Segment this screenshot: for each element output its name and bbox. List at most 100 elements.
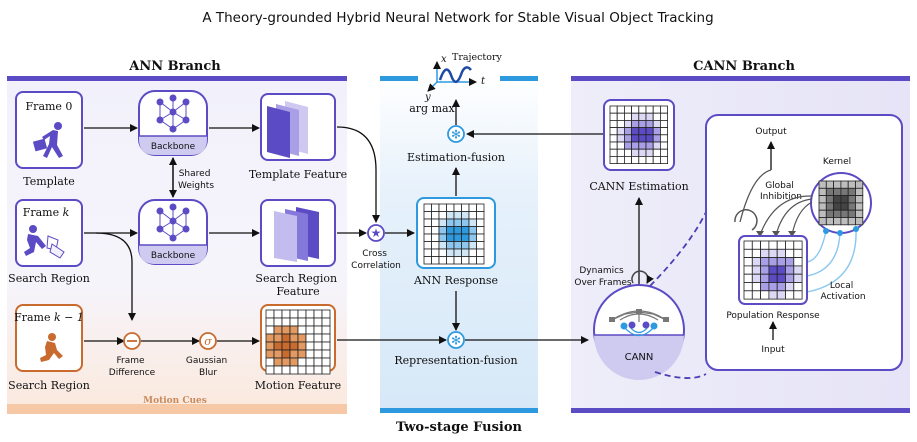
grid-cell [631,112,640,121]
cann-estimation-label: CANN Estimation [589,180,688,193]
grid-cell [760,248,770,259]
grid-cell [297,365,307,375]
grid-cell [855,187,864,197]
grid-cell [652,127,661,136]
grid-cell [785,290,795,300]
estimation-fusion-op: ✻ [447,125,465,143]
grid-cell [660,155,669,164]
grid-cell [855,209,864,218]
grid-cell [431,256,440,265]
grid-cell [423,211,432,220]
grid-cell [776,282,786,292]
grid-cell [645,141,654,150]
grid-cell [825,187,834,197]
grid-cell [760,290,770,300]
cann-branch-top-bar [571,76,910,81]
grid-cell [652,134,661,143]
grid-cell [768,240,778,250]
grid-cell [652,155,661,164]
trajectory-icon [427,61,477,92]
grid-cell [281,365,291,375]
grid-cell [847,217,856,226]
kernel-circle [810,172,872,234]
cann-branch-bottom-bar [571,408,910,413]
grid-cell [818,195,827,204]
grid-cell [631,155,640,164]
grid-cell [321,333,331,343]
grid-cell [446,226,455,235]
grid-cell [638,112,647,121]
grid-cell [793,265,803,275]
grid-cell [297,333,307,343]
grid-cell [476,203,485,212]
grid-cell [423,203,432,212]
grid-cell [847,195,856,204]
grid-cell [273,341,283,351]
grid-cell [776,265,786,275]
grid-cell [446,233,455,242]
backbone-bottom-label: Backbone [151,251,196,261]
grid-cell [281,357,291,367]
cann-label: CANN [625,352,654,363]
grid-cell [468,226,477,235]
grid-cell [446,248,455,257]
backbone-top: Backbone [138,90,208,156]
grid-cell [616,105,625,114]
frame-0-label: Frame 0 [26,100,73,113]
grid-cell [616,120,625,129]
grid-cell [431,248,440,257]
grid-cell [438,248,447,257]
grid-cell [468,218,477,227]
grid-cell [616,155,625,164]
grid-cell [321,357,331,367]
template-feature-label: Template Feature [249,168,347,181]
grid-cell [847,202,856,211]
grid-cell [438,211,447,220]
grid-cell [305,325,315,335]
ann-branch-top-bar [7,76,347,81]
neural-net-icon [156,94,190,133]
grid-cell [265,341,275,351]
grid-cell [631,148,640,157]
grid-cell [476,226,485,235]
grid-cell [660,120,669,129]
grid-cell [446,256,455,265]
grid-cell [768,273,778,283]
estimation-fusion-label: Estimation-fusion [407,151,505,164]
grid-cell [825,180,834,189]
grid-cell [645,105,654,114]
fusion-top-bar-left [380,76,418,81]
grid-cell [793,273,803,283]
grid-cell [321,325,331,335]
grid-cell [793,240,803,250]
grid-cell [847,180,856,189]
grid-cell [818,180,827,189]
grid-cell [305,333,315,343]
grid-cell [818,217,827,226]
grid-cell [609,141,618,150]
grid-cell [431,233,440,242]
grid-cell [840,209,849,218]
grid-cell [840,180,849,189]
grid-cell [468,248,477,257]
grid-cell [652,112,661,121]
dashed-connector-top [649,211,707,287]
motion-person-icon [40,333,63,362]
axis-t-label: t [481,76,486,87]
grid-cell [453,211,462,220]
grid-cell [855,202,864,211]
grid-cell [446,241,455,250]
grid-cell [616,112,625,121]
grid-cell [273,309,283,319]
grid-cell [768,290,778,300]
grid-cell [313,317,323,327]
grid-cell [438,241,447,250]
shared-weights-label: Shared Weights [178,169,214,191]
grid-cell [313,309,323,319]
recurrent-loop-icon [734,209,758,231]
grid-cell [461,256,470,265]
grid-cell [645,148,654,157]
axis-y-label: y [424,92,431,103]
grid-cell [423,256,432,265]
